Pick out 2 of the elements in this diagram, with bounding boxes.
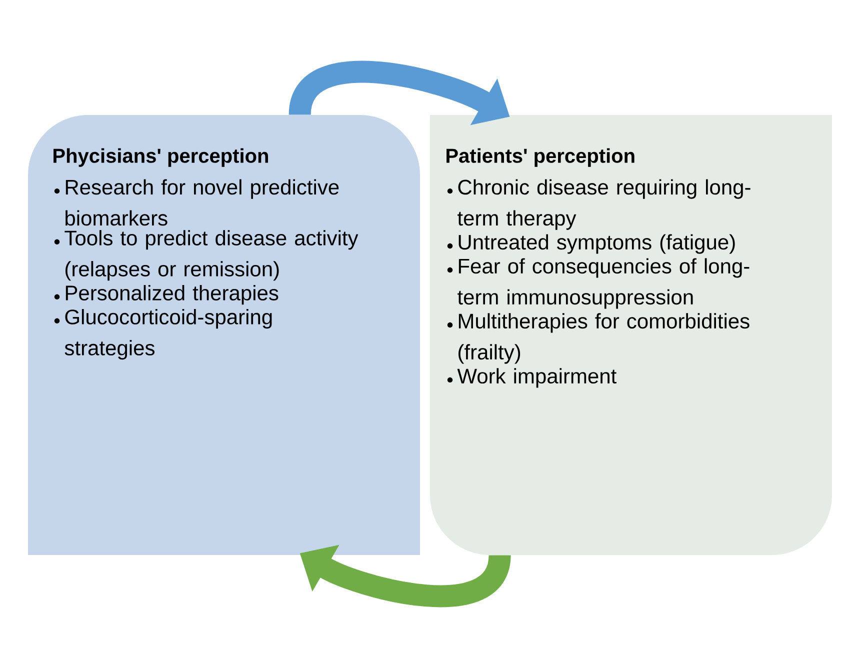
perception-box: Phycisians' perception Research for novel predictive biomarkers Tools to predict disease activity (relapses or remission) Personalized therapies Glucocorticoid-sparing strategies (28, 115, 420, 555)
perception-box: Patients' perception Chronic disease requiring long-term therapy Untreated symptoms (fatigue) Fear of consequencies of long-term immunosuppression Multitherapies for comorbidities (frailty) Work impairment (430, 115, 832, 555)
